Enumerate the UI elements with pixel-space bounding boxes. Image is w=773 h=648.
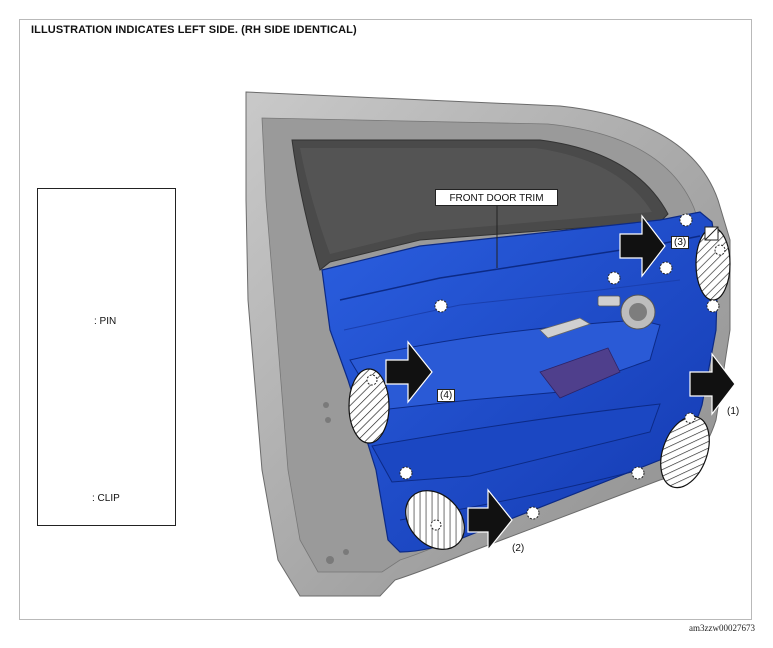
legend-panel — [37, 188, 176, 526]
front-door-trim-callout: FRONT DOOR TRIM — [435, 189, 558, 206]
clip-zone-left — [348, 368, 390, 444]
marker-label-3: (3) — [671, 236, 690, 249]
marker-label-4: (4) — [437, 389, 456, 402]
arrow-2 — [467, 488, 513, 552]
illustration-frame — [19, 19, 752, 620]
figure-code: am3zzw00027673 — [689, 623, 755, 633]
arrow-4 — [385, 340, 433, 404]
marker-label-2: (2) — [512, 543, 525, 554]
illustration-title: ILLUSTRATION INDICATES LEFT SIDE. (RH SI… — [31, 24, 357, 36]
clip-legend-label: : CLIP — [92, 493, 120, 504]
marker-label-1: (1) — [727, 406, 740, 417]
clip-zone-right-lower — [660, 415, 710, 489]
clip-markers — [366, 213, 726, 531]
pin-legend-label: : PIN — [94, 316, 117, 327]
front-door-trim-panel — [321, 211, 719, 553]
arrow-1 — [689, 352, 736, 416]
arrow-3 — [619, 214, 666, 278]
